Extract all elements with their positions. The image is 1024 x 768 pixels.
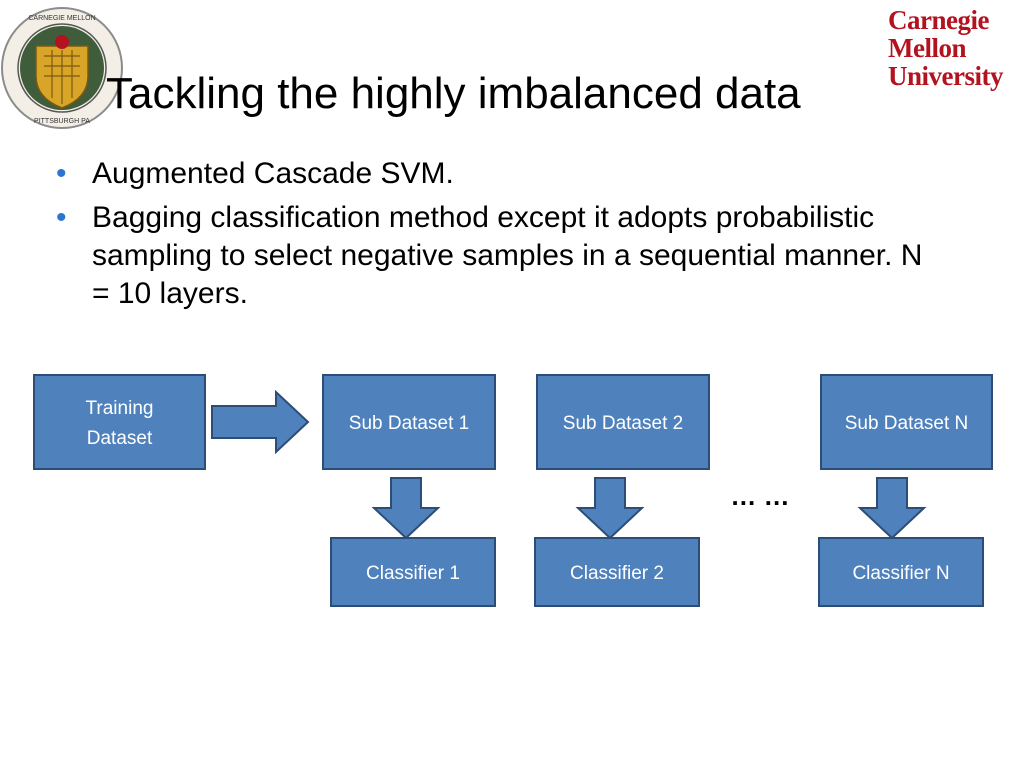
sub-dataset-box: Sub Dataset 1 xyxy=(322,374,496,470)
sub-dataset-label: Sub Dataset 2 xyxy=(563,413,683,434)
sub-dataset-box: Sub Dataset N xyxy=(820,374,993,470)
sub-dataset-label: Sub Dataset 1 xyxy=(349,413,469,434)
down-arrow-icon xyxy=(575,477,645,540)
bullet-list: • Augmented Cascade SVM. • Bagging class… xyxy=(56,155,936,319)
bullet-item: • Bagging classification method except i… xyxy=(56,199,936,313)
bullet-dot-icon: • xyxy=(56,157,67,190)
training-dataset-box: Training Dataset xyxy=(33,374,206,470)
bullet-dot-icon: • xyxy=(56,201,67,234)
sub-dataset-box: Sub Dataset 2 xyxy=(536,374,710,470)
university-seal-logo: CARNEGIE MELLON PITTSBURGH PA xyxy=(1,7,123,129)
slide-title: Tackling the highly imbalanced data xyxy=(106,69,801,118)
classifier-label: Classifier N xyxy=(852,563,949,584)
classifier-box: Classifier 2 xyxy=(534,537,700,607)
wordmark-line-3: University xyxy=(888,61,1003,91)
training-dataset-label-line-1: Training xyxy=(86,398,154,419)
svg-text:PITTSBURGH PA: PITTSBURGH PA xyxy=(34,118,90,125)
training-dataset-label-line-2: Dataset xyxy=(87,428,153,449)
ellipsis-label: … … xyxy=(730,481,789,511)
bullet-text: Augmented Cascade SVM. xyxy=(92,157,454,190)
classifier-label: Classifier 2 xyxy=(570,563,664,584)
bullet-text: Bagging classification method except it … xyxy=(92,201,923,310)
bullet-item: • Augmented Cascade SVM. xyxy=(56,155,936,193)
classifier-box: Classifier N xyxy=(818,537,984,607)
right-arrow-icon xyxy=(211,389,310,455)
down-arrow-icon xyxy=(857,477,927,540)
classifier-label: Classifier 1 xyxy=(366,563,460,584)
sub-dataset-label: Sub Dataset N xyxy=(845,413,969,434)
university-wordmark: Carnegie Mellon University xyxy=(888,6,1022,90)
svg-text:CARNEGIE MELLON: CARNEGIE MELLON xyxy=(28,15,95,22)
wordmark-line-1: Carnegie xyxy=(888,5,989,35)
classifier-box: Classifier 1 xyxy=(330,537,496,607)
wordmark-line-2: Mellon xyxy=(888,33,967,63)
down-arrow-icon xyxy=(371,477,441,540)
